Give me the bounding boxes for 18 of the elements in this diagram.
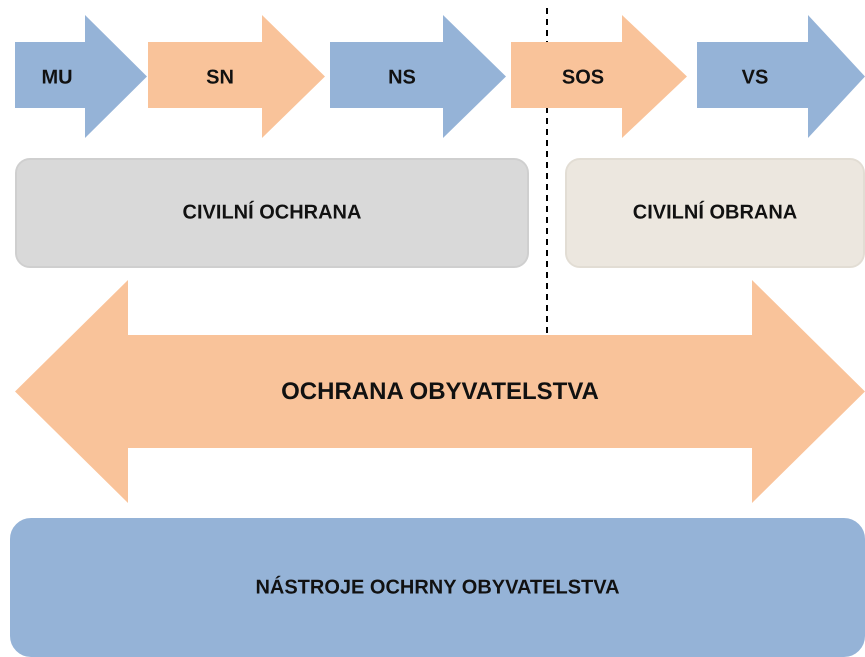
node-label: SN — [206, 66, 234, 90]
node-label: MU — [41, 66, 73, 90]
arrow-shape — [511, 15, 687, 138]
rounded-box — [565, 158, 865, 268]
node-label: NÁSTROJE OCHRNY OBYVATELSTVA — [255, 576, 620, 599]
rounded-box — [15, 158, 529, 268]
node-label: NS — [388, 66, 416, 90]
double-arrow-shape — [15, 280, 865, 503]
node-label: CIVILNÍ OBRANA — [632, 202, 798, 224]
node-label: SOS — [562, 66, 604, 90]
node-label: VS — [742, 66, 768, 90]
node-label: OCHRANA OBYVATELSTVA — [281, 378, 599, 406]
arrow-shape — [148, 15, 325, 138]
node-label: CIVILNÍ OCHRANA — [182, 202, 362, 224]
rounded-box — [10, 518, 865, 657]
arrow-shape — [15, 15, 147, 138]
arrow-shape — [697, 15, 865, 138]
arrow-shape — [330, 15, 506, 138]
